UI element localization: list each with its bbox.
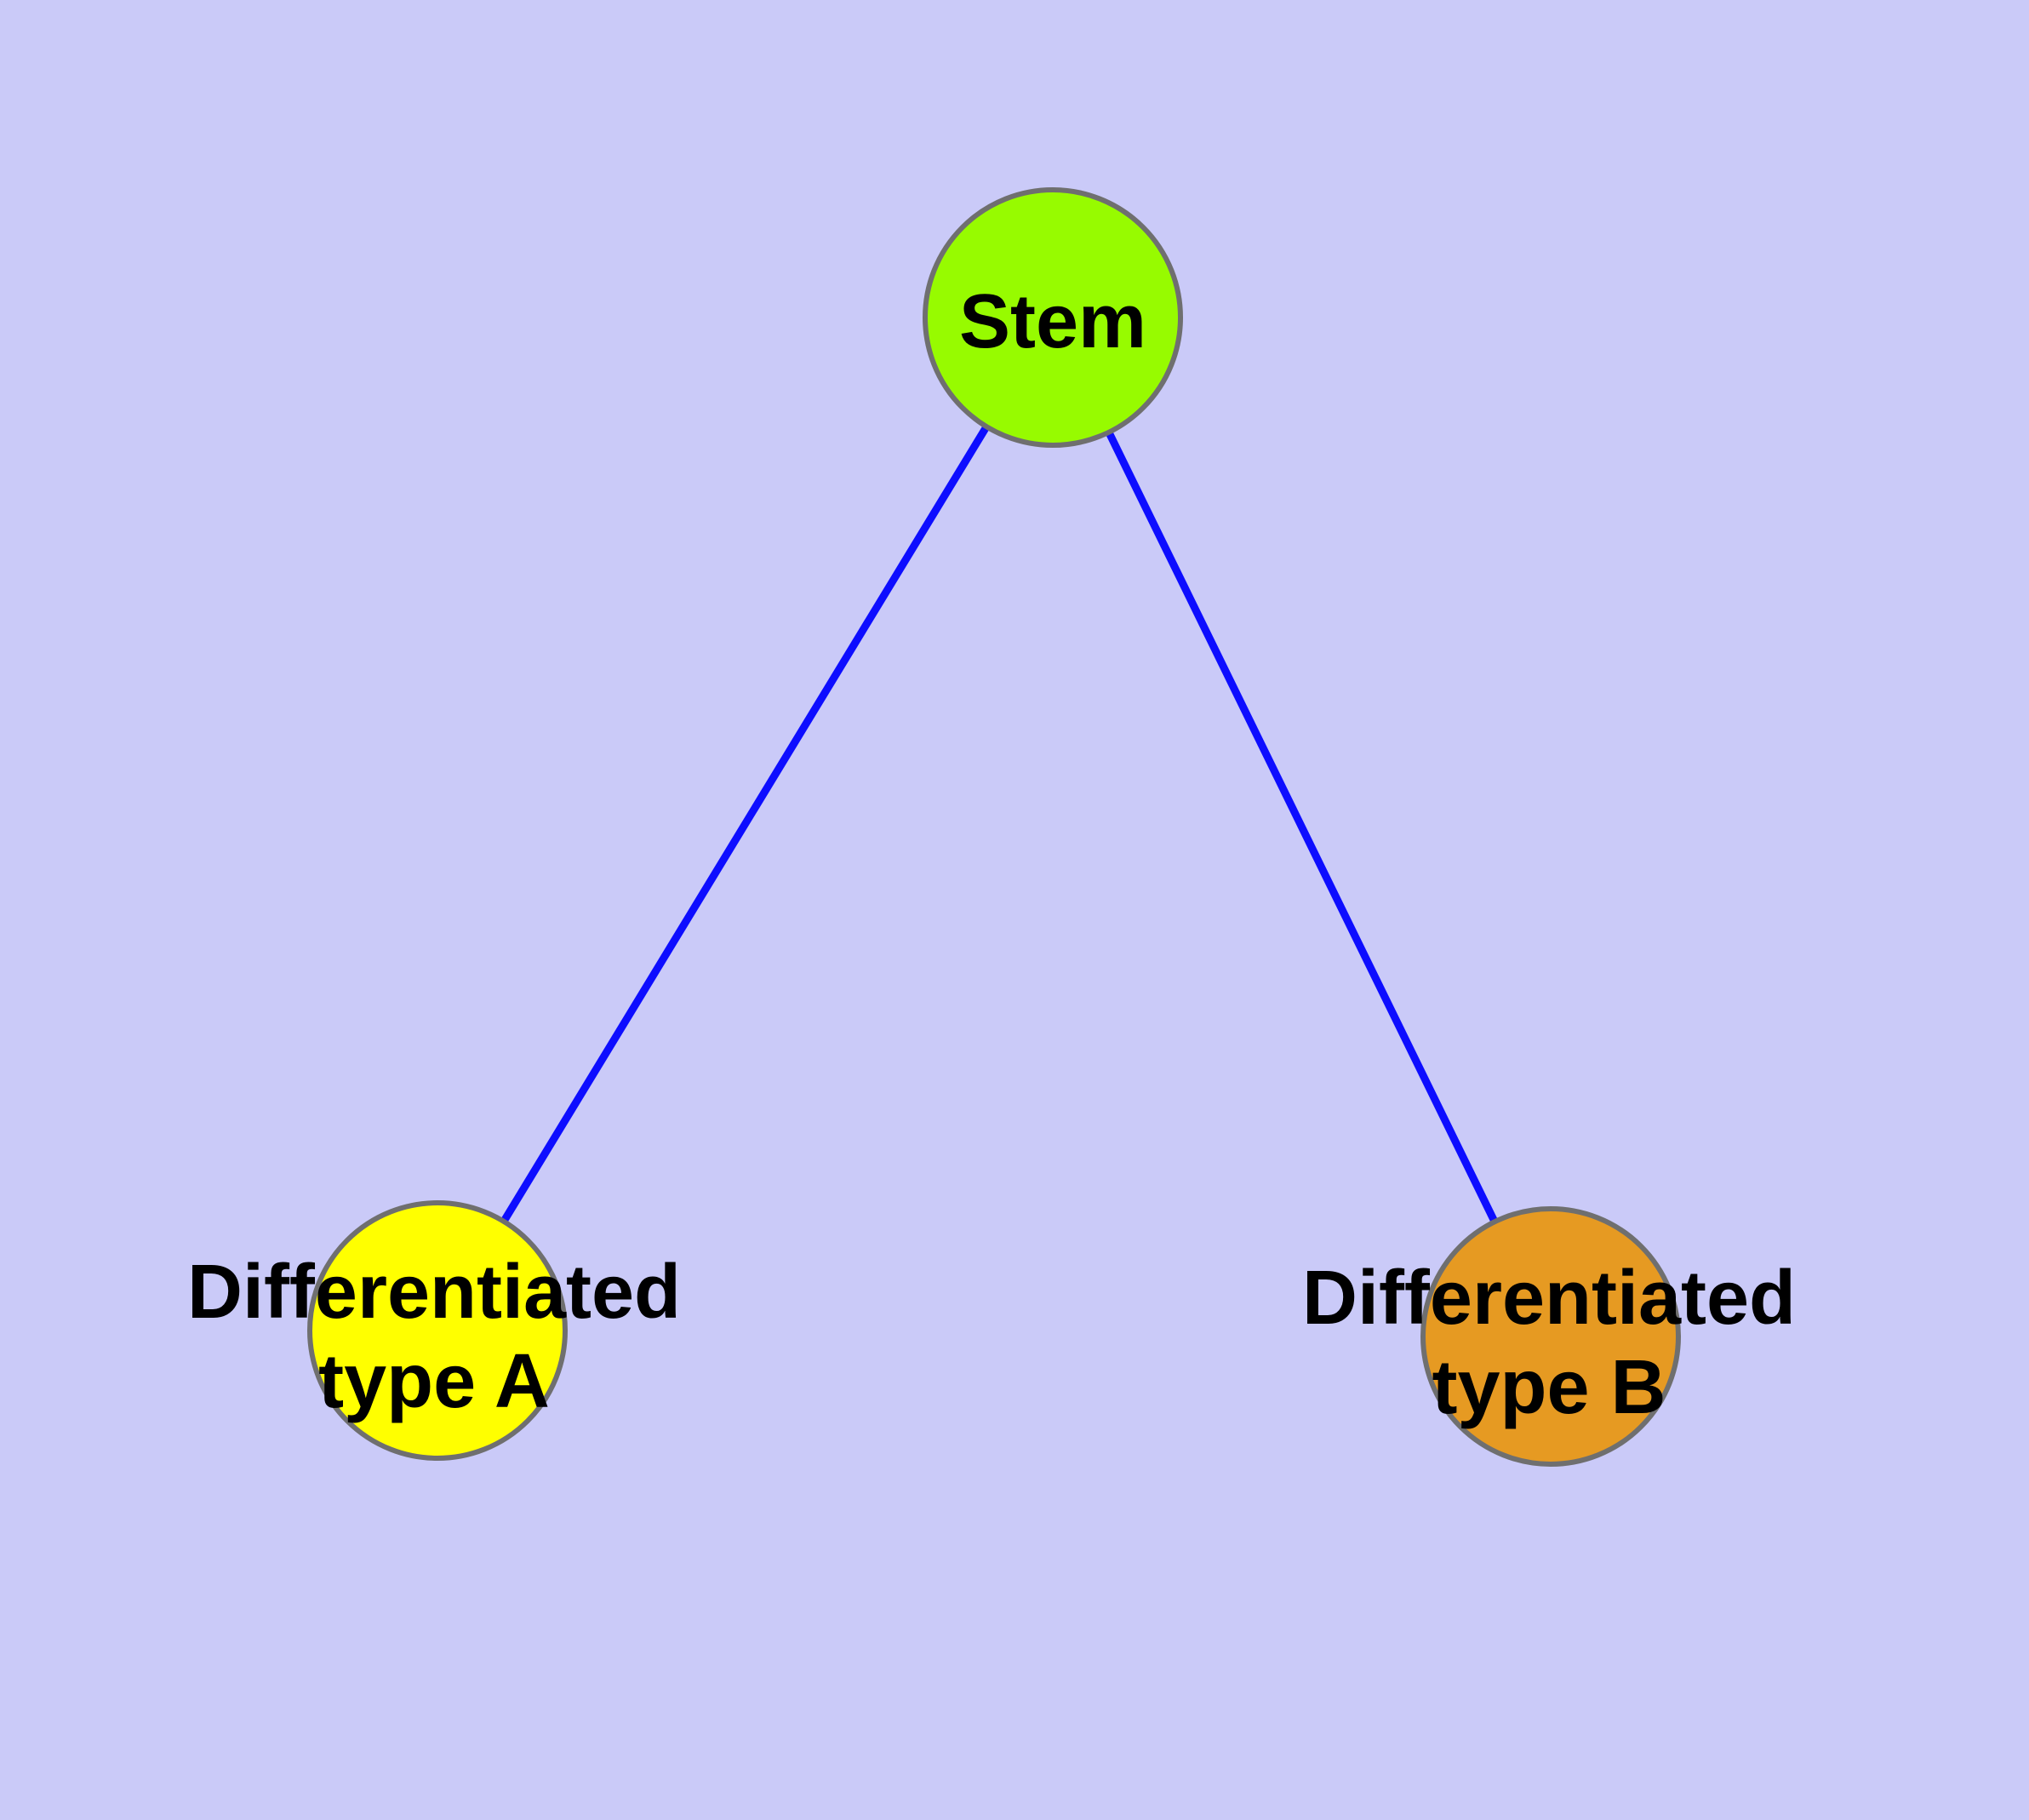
node-stem (923, 187, 1183, 448)
node-label-stem: Stem (959, 279, 1146, 364)
node-label-type-a-line1: Differentiated (187, 1250, 681, 1335)
node-differentiated-type-b (1420, 1206, 1681, 1467)
edge-stem-to-type-a (434, 315, 1056, 1333)
node-label-type-b-line1: Differentiated (1302, 1256, 1796, 1341)
node-differentiated-type-a (307, 1200, 568, 1461)
edge-stem-to-type-b (1049, 316, 1555, 1338)
node-label-type-a-line2: type A (318, 1339, 550, 1424)
node-label-type-b-line2: type B (1432, 1345, 1666, 1430)
